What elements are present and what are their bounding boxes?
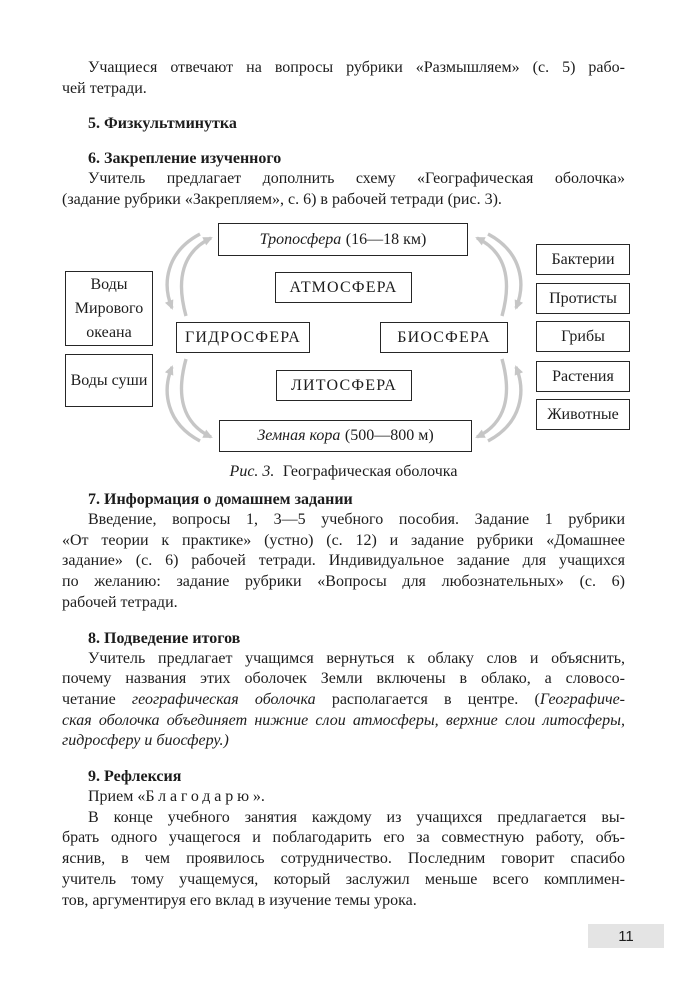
box-land-waters: Воды суши xyxy=(65,354,153,407)
text-segment-spaced: Благодарю xyxy=(145,788,253,806)
paragraph-summary: Учитель предлагает учащимся вернуться к … xyxy=(62,649,625,753)
text-segment: четание xyxy=(62,690,132,708)
arrow-tr-up xyxy=(475,236,509,317)
heading-5-fizkultminutka: 5. Физкультминутка xyxy=(88,115,237,133)
text-line: рабочей тетради. xyxy=(62,593,178,611)
troposphere-range: (16—18 км) xyxy=(345,230,427,248)
box-lithosphere: ЛИТОСФЕРА xyxy=(276,370,412,401)
text-line: яснив, в чем проявилось сотрудничество. … xyxy=(62,850,625,868)
box-protists: Протисты xyxy=(536,283,630,314)
heading-8-podvedenie-itogov: 8. Подведение итогов xyxy=(88,629,241,647)
arrow-br-up xyxy=(487,365,524,443)
paragraph-homework: Введение, вопросы 1, 3—5 учебного пособи… xyxy=(62,510,625,614)
box-ocean-waters: Воды Мирового океана xyxy=(65,271,153,346)
figure-caption-label: Рис. 3. xyxy=(229,463,275,480)
arrow-tr-down xyxy=(487,232,524,310)
text-line: Учитель предлагает учащимся вернуться к … xyxy=(88,649,625,667)
heading-7-homework-info: 7. Информация о домашнем задании xyxy=(88,491,353,508)
arrow-br-down xyxy=(475,358,509,439)
text-line: «От теории к практике» (устно) (с. 12) и… xyxy=(62,531,625,549)
text-line: учитель тому учащемуся, который заслужил… xyxy=(62,870,625,888)
text-line: Введение, вопросы 1, 3—5 учебного пособи… xyxy=(88,511,625,528)
text-line: чей тетради. xyxy=(62,79,147,97)
arrow-bl-up xyxy=(164,365,201,443)
box-earth-crust: Земная кора (500—800 м) xyxy=(219,420,472,452)
geographic-shell-diagram: Тропосфера (16—18 км) АТМОСФЕРА ГИДРОСФЕ… xyxy=(0,222,680,455)
text-line: Учащиеся отвечают на вопросы рубрики «Ра… xyxy=(88,59,625,76)
figure-caption-text: Географическая оболочка xyxy=(282,463,458,480)
lower-text-block: 7. Информация о домашнем задании Введени… xyxy=(62,489,625,911)
text-line: задание» (с. 6) рабочей тетради. Индивид… xyxy=(62,552,625,570)
arrow-bl-down xyxy=(179,358,213,439)
text-line: гидросферу и биосферу.) xyxy=(62,732,229,750)
text-line: брать одного учащегося и поблагодарить е… xyxy=(62,829,625,847)
text-line: (задание рубрики «Закрепляем», с. 6) в р… xyxy=(62,191,502,209)
text-segment-italic: Географиче- xyxy=(539,690,626,708)
arrow-tl-down xyxy=(164,232,201,310)
troposphere-label: Тропосфера xyxy=(259,230,342,248)
text-line: по желанию: задание рубрики «Вопросы для… xyxy=(62,573,625,591)
earth-crust-label: Земная кора xyxy=(257,427,341,444)
text-line: четание географическая оболочка располаг… xyxy=(62,690,625,711)
text-segment-italic: географическая оболочка xyxy=(131,690,316,708)
figure-caption: Рис. 3. Географическая оболочка xyxy=(62,461,625,482)
box-animals: Животные xyxy=(536,399,630,430)
arrow-tl-up xyxy=(179,236,213,317)
paragraph-workbook: Учащиеся отвечают на вопросы рубрики «Ра… xyxy=(62,58,625,99)
upper-text-block: Учащиеся отвечают на вопросы рубрики «Ра… xyxy=(62,58,625,211)
earth-crust-range: (500—800 м) xyxy=(344,427,434,444)
text-segment: ». xyxy=(252,788,265,806)
text-line: почему названия этих оболочек Земли вклю… xyxy=(62,670,625,688)
text-line: В конце учебного занятия каждому из учащ… xyxy=(88,808,625,826)
box-bacteria: Бактерии xyxy=(536,244,630,275)
box-plants: Растения xyxy=(536,361,630,392)
paragraph-priem: Прием «Благодарю». xyxy=(62,787,625,808)
box-troposphere: Тропосфера (16—18 км) xyxy=(218,223,468,256)
text-line: Учитель предлагает дополнить схему «Геог… xyxy=(88,170,625,188)
page-number-badge: 11 xyxy=(588,924,664,948)
text-segment: Прием « xyxy=(88,788,146,806)
text-segment: располагается в центре. ( xyxy=(315,690,540,708)
text-line: ская оболочка объединяет нижние слои атм… xyxy=(62,711,625,729)
cycle-arrows xyxy=(164,232,524,443)
paragraph-scheme-task: Учитель предлагает дополнить схему «Геог… xyxy=(62,169,625,210)
box-fungi: Грибы xyxy=(536,321,630,352)
heading-6-zakreplenie: 6. Закрепление изученного xyxy=(88,150,282,168)
heading-9-refleksiya: 9. Рефлексия xyxy=(88,768,182,786)
box-biosphere: БИОСФЕРА xyxy=(380,322,508,353)
page-number: 11 xyxy=(618,927,634,945)
box-atmosphere: АТМОСФЕРА xyxy=(275,272,412,303)
text-line: тов, аргументируя его вклад в изучение т… xyxy=(62,891,417,909)
box-hydrosphere: ГИДРОСФЕРА xyxy=(176,322,310,353)
paragraph-reflection: В конце учебного занятия каждому из учащ… xyxy=(62,808,625,912)
